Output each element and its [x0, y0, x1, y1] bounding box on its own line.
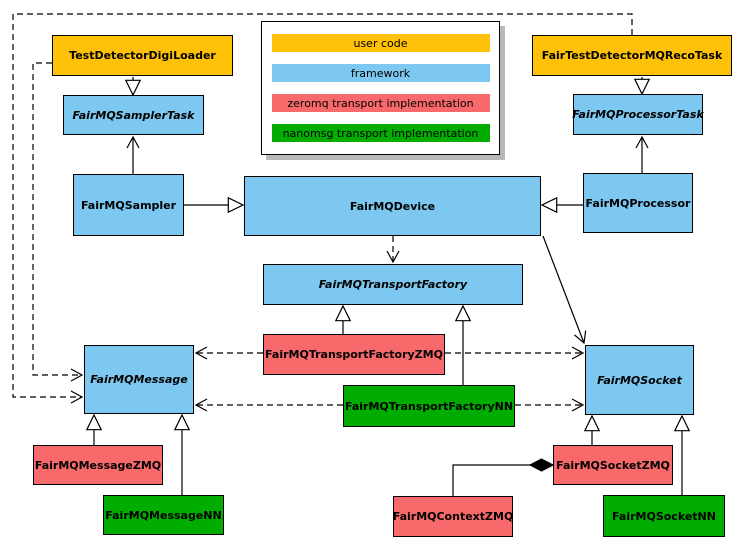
node-testdetectordigiloader: TestDetectorDigiLoader	[52, 35, 233, 76]
node-fairmqprocessor: FairMQProcessor	[583, 173, 693, 233]
edge-dependency-recotask-message	[12, 13, 633, 404]
legend-item-user-code: user code	[271, 34, 490, 52]
node-fairmqsampler: FairMQSampler	[73, 174, 184, 236]
node-fairtestdetectormqrecotask: FairTestDetectorMQRecoTask	[532, 35, 732, 76]
node-fairmqdevice: FairMQDevice	[244, 176, 541, 236]
legend-item-nanomsg: nanomsg transport implementation	[271, 124, 490, 142]
legend-item-framework: framework	[271, 64, 490, 82]
node-fairmqcontextzmq: FairMQContextZMQ	[393, 496, 513, 537]
composition-diamond	[528, 458, 555, 472]
node-fairmqmessagenn: FairMQMessageNN	[103, 495, 224, 535]
node-fairmqsocket: FairMQSocket	[585, 345, 694, 415]
node-fairmqsocketnn: FairMQSocketNN	[603, 495, 725, 537]
node-fairmqtransportfactorynn: FairMQTransportFactoryNN	[343, 385, 515, 427]
node-fairmqtransportfactory: FairMQTransportFactory	[263, 264, 523, 305]
edge-composition-line-socketzmq-contextzmq	[452, 464, 530, 496]
edge-dependency-digiloader-message	[32, 62, 84, 382]
node-fairmqsamplertask: FairMQSamplerTask	[63, 95, 204, 135]
legend-item-zeromq: zeromq transport implementation	[271, 94, 490, 112]
edge-association-device-socket	[542, 235, 587, 345]
node-fairmqtransportfactoryzmq: FairMQTransportFactoryZMQ	[263, 334, 445, 375]
node-fairmqprocessortask: FairMQProcessorTask	[572, 94, 704, 135]
legend: user code framework zeromq transport imp…	[261, 21, 500, 155]
node-fairmqmessage: FairMQMessage	[84, 345, 194, 414]
node-fairmqmessagezmq: FairMQMessageZMQ	[33, 445, 163, 485]
node-fairmqsocketzmq: FairMQSocketZMQ	[553, 445, 673, 485]
